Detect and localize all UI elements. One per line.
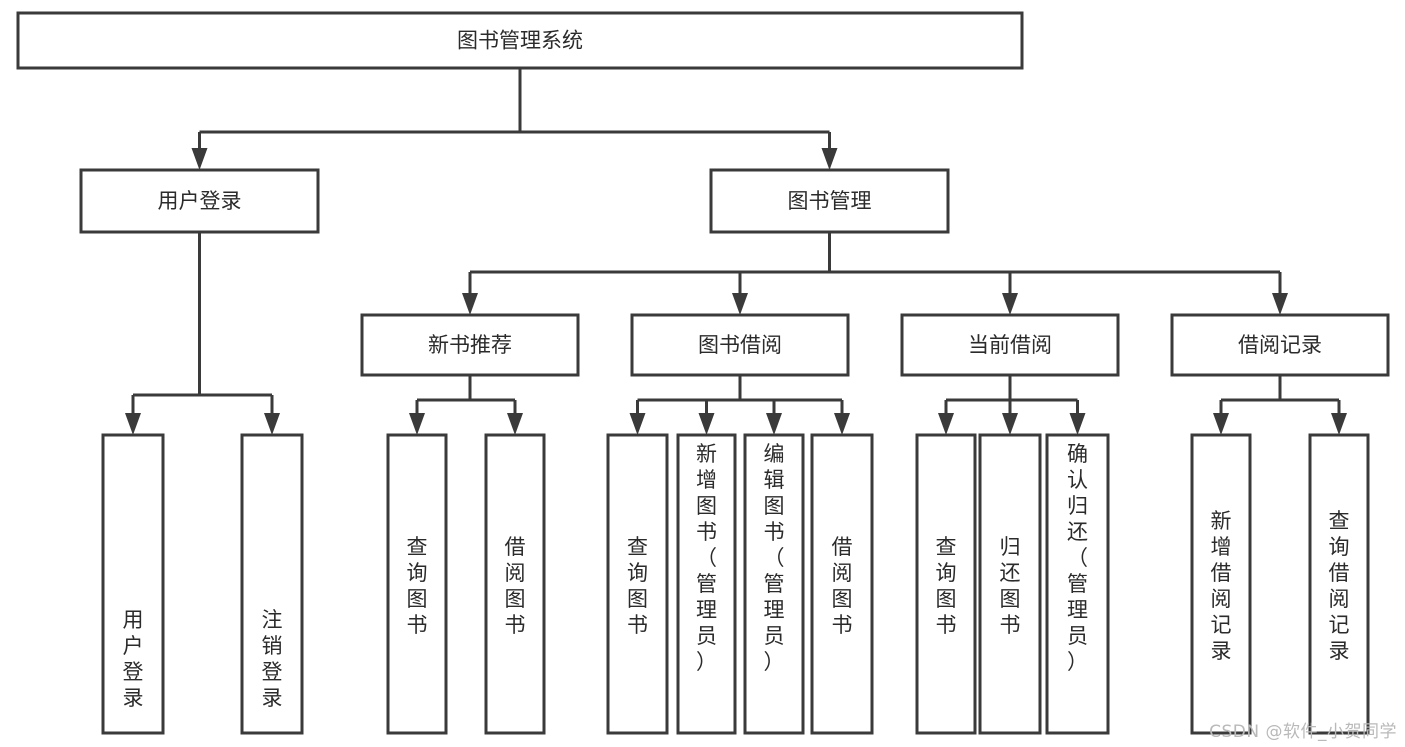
node-label: 借阅记录 bbox=[1238, 333, 1322, 357]
node-label: 当前借阅 bbox=[968, 333, 1052, 357]
node-label: 新增借阅记录 bbox=[1211, 509, 1232, 663]
node-label: 查询图书 bbox=[407, 535, 428, 637]
arrow-head-icon bbox=[698, 413, 715, 435]
node-label: 查询借阅记录 bbox=[1329, 509, 1350, 663]
arrow-head-icon bbox=[938, 413, 954, 435]
arrow-head-icon bbox=[821, 148, 838, 170]
node-leaf-query-book-2[interactable]: 查询图书 bbox=[606, 433, 669, 735]
node-leaf-logout[interactable]: 注销登录 bbox=[240, 433, 304, 735]
node-current-borrow[interactable]: 当前借阅 bbox=[900, 313, 1120, 377]
node-box[interactable] bbox=[630, 313, 850, 377]
arrow-head-icon bbox=[1002, 293, 1018, 315]
node-leaf-add-book[interactable]: 新增图书（管理员） bbox=[676, 433, 737, 735]
edge-bookmanage-to-level3 bbox=[462, 232, 1288, 315]
arrow-head-icon bbox=[1272, 293, 1288, 315]
edge-book-borrow-to-leaves bbox=[629, 375, 850, 435]
node-box[interactable] bbox=[978, 433, 1042, 735]
nodes-group: 图书管理系统用户登录图书管理新书推荐图书借阅当前借阅借阅记录用户登录注销登录查询… bbox=[16, 11, 1390, 735]
node-root[interactable]: 图书管理系统 bbox=[16, 11, 1024, 70]
node-box[interactable] bbox=[1308, 433, 1370, 735]
node-borrow-record[interactable]: 借阅记录 bbox=[1170, 313, 1390, 377]
node-leaf-edit-book[interactable]: 编辑图书（管理员） bbox=[743, 433, 805, 735]
edge-new-book-rec-to-leaves bbox=[409, 375, 523, 435]
edge-borrow-record-to-leaves bbox=[1213, 375, 1347, 435]
node-box[interactable] bbox=[743, 433, 805, 735]
node-box[interactable] bbox=[709, 168, 950, 234]
node-label: 注销登录 bbox=[262, 608, 283, 710]
node-box[interactable] bbox=[915, 433, 977, 735]
arrow-head-icon bbox=[1002, 413, 1018, 435]
node-box[interactable] bbox=[676, 433, 737, 735]
node-user-login[interactable]: 用户登录 bbox=[79, 168, 320, 234]
node-box[interactable] bbox=[360, 313, 580, 377]
node-box[interactable] bbox=[1170, 313, 1390, 377]
arrow-head-icon bbox=[1069, 413, 1086, 435]
node-box[interactable] bbox=[79, 168, 320, 234]
node-leaf-add-record[interactable]: 新增借阅记录 bbox=[1190, 433, 1252, 735]
node-new-book-rec[interactable]: 新书推荐 bbox=[360, 313, 580, 377]
node-label: 图书借阅 bbox=[698, 333, 782, 357]
node-box[interactable] bbox=[484, 433, 546, 735]
arrow-head-icon bbox=[1213, 413, 1229, 435]
node-label: 确认归还（管理员） bbox=[1067, 442, 1088, 674]
node-leaf-confirm-return[interactable]: 确认归还（管理员） bbox=[1045, 433, 1110, 735]
watermark-text: CSDN @软件_小贺同学 bbox=[1209, 722, 1397, 742]
node-box[interactable] bbox=[606, 433, 669, 735]
node-book-borrow[interactable]: 图书借阅 bbox=[630, 313, 850, 377]
arrow-head-icon bbox=[409, 413, 425, 435]
connector-lines-group bbox=[125, 68, 1347, 435]
arrow-head-icon bbox=[264, 413, 280, 435]
node-book-manage[interactable]: 图书管理 bbox=[709, 168, 950, 234]
node-box[interactable] bbox=[386, 433, 448, 735]
node-label: 用户登录 bbox=[158, 189, 242, 213]
arrow-head-icon bbox=[732, 293, 748, 315]
node-label: 编辑图书（管理员） bbox=[764, 442, 785, 674]
node-label: 新书推荐 bbox=[428, 333, 512, 357]
arrow-head-icon bbox=[629, 413, 646, 435]
node-label: 图书管理 bbox=[788, 189, 872, 213]
node-leaf-query-book-1[interactable]: 查询图书 bbox=[386, 433, 448, 735]
node-label: 用户登录 bbox=[123, 608, 144, 710]
arrow-head-icon bbox=[462, 293, 478, 315]
arrow-head-icon bbox=[191, 148, 208, 170]
node-box[interactable] bbox=[1045, 433, 1110, 735]
node-label: 查询图书 bbox=[627, 535, 648, 637]
edge-root-to-level2 bbox=[191, 68, 838, 170]
node-label: 借阅图书 bbox=[505, 535, 526, 637]
node-box[interactable] bbox=[240, 433, 304, 735]
node-box[interactable] bbox=[1190, 433, 1252, 735]
node-leaf-query-book-3[interactable]: 查询图书 bbox=[915, 433, 977, 735]
node-label: 归还图书 bbox=[1000, 535, 1021, 637]
node-leaf-borrow-book-1[interactable]: 借阅图书 bbox=[484, 433, 546, 735]
node-leaf-user-login[interactable]: 用户登录 bbox=[101, 433, 165, 735]
arrow-head-icon bbox=[766, 413, 782, 435]
arrow-head-icon bbox=[125, 413, 141, 435]
node-box[interactable] bbox=[810, 433, 874, 735]
node-label: 查询图书 bbox=[936, 535, 957, 637]
node-label: 新增图书（管理员） bbox=[696, 442, 717, 674]
arrow-head-icon bbox=[834, 413, 850, 435]
node-box[interactable] bbox=[101, 433, 165, 735]
node-box[interactable] bbox=[16, 11, 1024, 70]
arrow-head-icon bbox=[507, 413, 523, 435]
node-leaf-return-book[interactable]: 归还图书 bbox=[978, 433, 1042, 735]
node-box[interactable] bbox=[900, 313, 1120, 377]
arrow-head-icon bbox=[1331, 413, 1347, 435]
node-leaf-borrow-book-2[interactable]: 借阅图书 bbox=[810, 433, 874, 735]
node-label: 图书管理系统 bbox=[457, 29, 583, 53]
edge-user-login-to-leaves bbox=[125, 232, 280, 435]
node-label: 借阅图书 bbox=[832, 535, 853, 637]
edge-current-borrow-to-leaves bbox=[938, 375, 1086, 435]
node-leaf-query-record[interactable]: 查询借阅记录 bbox=[1308, 433, 1370, 735]
